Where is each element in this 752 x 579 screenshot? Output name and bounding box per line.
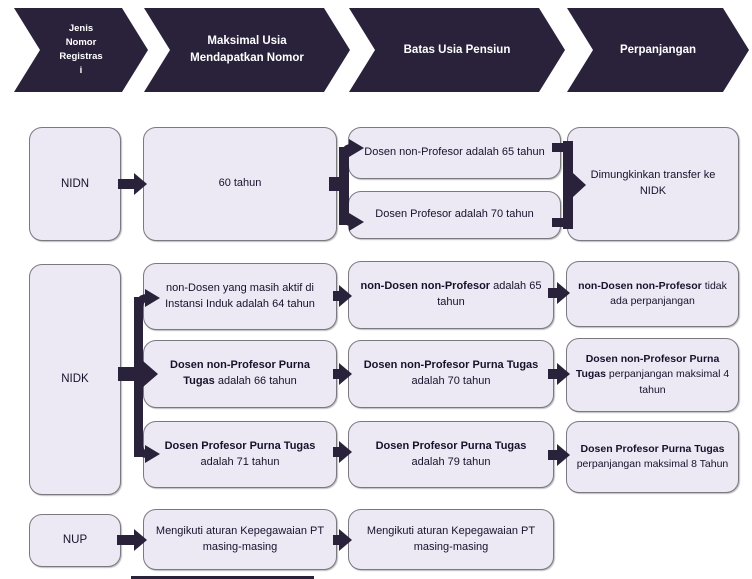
box-text-bold: Dosen non-Profesor Purna Tugas (363, 359, 539, 372)
box-text: NIDN (60, 177, 90, 190)
box-text: Mengikuti aturan Kepegawaian PT masing-m… (366, 524, 536, 553)
box-text-bold: non-Dosen non-Profesor (360, 280, 491, 293)
box-text-rest: adalah 65 tahun (437, 280, 542, 308)
nidk-branch1-perpanjangan-box: non-Dosen non-Profesor tidak ada perpanj… (566, 261, 739, 327)
box-text: Mengikuti aturan Kepegawaian PT masing-m… (155, 524, 325, 553)
box-text: non-Dosen yang masih aktif di Instansi I… (154, 281, 326, 313)
box-text: Dosen Profesor Purna Tugas perpanjangan … (575, 442, 730, 472)
nup-batas-box: Mengikuti aturan Kepegawaian PT masing-m… (348, 509, 554, 570)
box-text-rest: tidak ada perpanjangan (610, 279, 727, 307)
nidn-batas-profesor-box: Dosen Profesor adalah 70 tahun (348, 191, 561, 239)
box-text: Dosen Profesor Purna Tugas adalah 71 tah… (154, 439, 326, 471)
nidk-branch3-max-usia-box: Dosen Profesor Purna Tugas adalah 71 tah… (143, 421, 337, 488)
nup-label-box: NUP (29, 514, 121, 567)
header-label: Maksimal Usia Mendapatkan Nomor (190, 35, 304, 64)
nidn-label-box: NIDN (29, 127, 121, 241)
nidn-max-usia-box: 60 tahun (143, 127, 337, 241)
box-text: Dosen non-Profesor Purna Tugas perpanjan… (575, 352, 730, 398)
nidk-branch3-perpanjangan-box: Dosen Profesor Purna Tugas perpanjangan … (566, 421, 739, 493)
box-text-rest: adalah 79 tahun (411, 455, 491, 468)
bottom-edge-line (131, 576, 314, 579)
nidk-branch-bar (134, 297, 143, 457)
nidk-branch2-perpanjangan-box: Dosen non-Profesor Purna Tugas perpanjan… (566, 338, 739, 412)
header-chevron-batas-usia-pensiun: Batas Usia Pensiun (349, 8, 565, 92)
box-text: Dosen non-Profesor Purna Tugas adalah 66… (154, 358, 326, 390)
nidk-label-box: NIDK (29, 264, 121, 495)
box-text: 60 tahun (218, 177, 262, 190)
header-label: Perpanjangan (619, 43, 697, 56)
box-text: NIDK (61, 373, 89, 386)
header-chevron-jenis-nomor-registrasi: Jenis Nomor Registras i (14, 8, 148, 92)
box-text-rest: perpanjangan maksimal 8 Tahun (576, 458, 729, 470)
box-text-rest: perpanjangan maksimal 4 tahun (606, 368, 730, 396)
box-text: Dosen non-Profesor adalah 65 tahun (364, 146, 545, 159)
box-text-rest: adalah 66 tahun (214, 375, 297, 387)
box-text-bold: Dosen Profesor Purna Tugas (580, 442, 725, 455)
box-text-rest: adalah 70 tahun (411, 375, 491, 387)
nidn-batas-non-profesor-box: Dosen non-Profesor adalah 65 tahun (348, 127, 561, 179)
box-text: non-Dosen non-Profesor adalah 65 tahun (359, 279, 543, 311)
box-text: Dosen Profesor Purna Tugas adalah 79 tah… (359, 439, 543, 471)
nup-max-usia-box: Mengikuti aturan Kepegawaian PT masing-m… (143, 509, 337, 570)
header-chevron-perpanjangan: Perpanjangan (567, 8, 749, 92)
nidk-branch1-max-usia-box: non-Dosen yang masih aktif di Instansi I… (143, 263, 337, 330)
header-chevron-maksimal-usia: Maksimal Usia Mendapatkan Nomor (144, 8, 350, 92)
nidk-branch1-batas-box: non-Dosen non-Profesor adalah 65 tahun (348, 261, 554, 329)
nidn-perpanjangan-box: Dimungkinkan transfer ke NIDK (567, 127, 739, 241)
box-text-bold: non-Dosen non-Profesor (578, 279, 702, 292)
box-text-bold: Dosen Profesor Purna Tugas (375, 439, 527, 452)
box-text-rest: adalah 71 tahun (200, 455, 280, 468)
box-text: NUP (62, 534, 88, 547)
box-text-bold: Dosen non-Profesor Purna Tugas (170, 359, 310, 387)
box-text-rest: non-Dosen yang masih aktif di Instansi I… (165, 281, 315, 310)
header-label: Jenis Nomor Registras i (59, 22, 103, 77)
box-text: Dosen Profesor adalah 70 tahun (375, 208, 534, 221)
nidk-branch3-batas-box: Dosen Profesor Purna Tugas adalah 79 tah… (348, 421, 554, 488)
box-text-bold: Dosen Profesor Purna Tugas (164, 439, 316, 452)
box-text: non-Dosen non-Profesor tidak ada perpanj… (575, 279, 730, 309)
box-text-bold: Dosen non-Profesor Purna Tugas (575, 353, 720, 381)
box-text: Dimungkinkan transfer ke NIDK (590, 169, 716, 197)
nidk-branch2-batas-box: Dosen non-Profesor Purna Tugas adalah 70… (348, 340, 554, 408)
header-label: Batas Usia Pensiun (403, 43, 511, 56)
box-text: Dosen non-Profesor Purna Tugas adalah 70… (359, 358, 543, 390)
nidk-branch2-max-usia-box: Dosen non-Profesor Purna Tugas adalah 66… (143, 340, 337, 408)
